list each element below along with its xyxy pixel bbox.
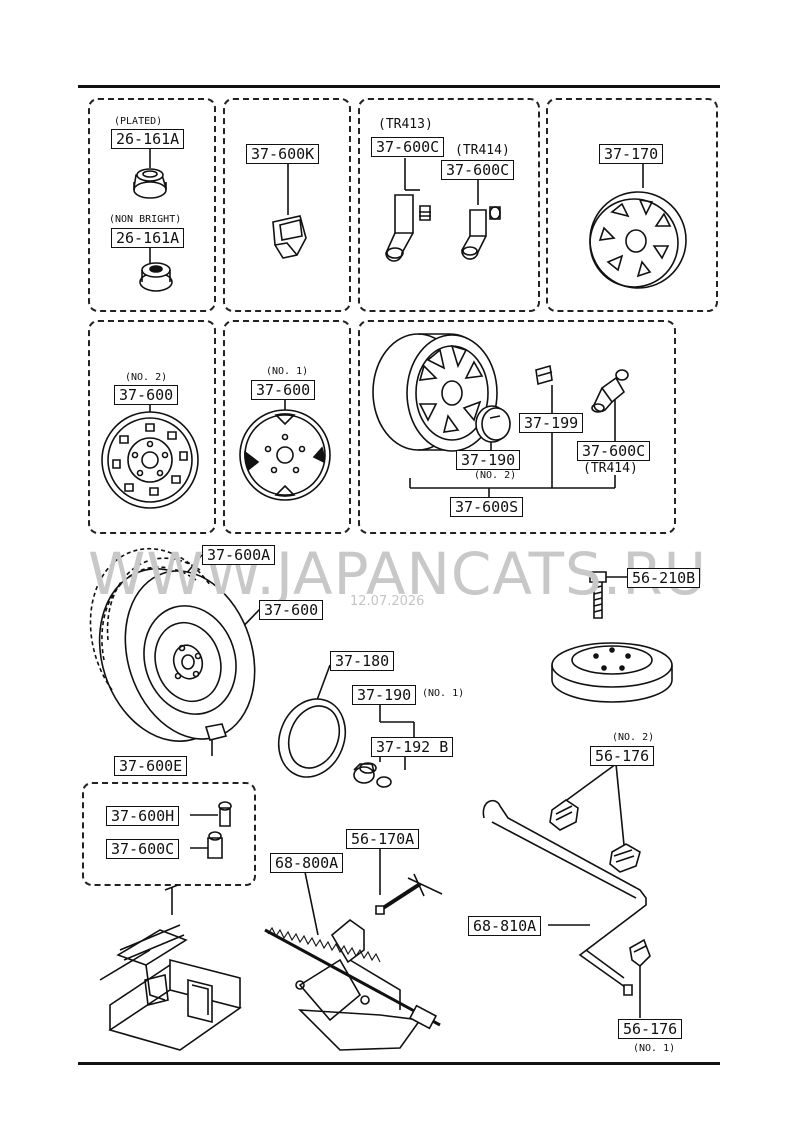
part-37-600s[interactable]: 37-600S bbox=[450, 497, 524, 517]
part-37-180[interactable]: 37-180 bbox=[330, 651, 395, 671]
wrench-drawing bbox=[376, 874, 442, 914]
wheel-cover-drawing bbox=[576, 178, 701, 303]
note-non-bright: (NON BRIGHT) bbox=[109, 214, 182, 225]
part-56-170a[interactable]: 56-170A bbox=[346, 829, 420, 849]
part-37-600c-tr414[interactable]: 37-600C bbox=[441, 160, 515, 180]
note-no1-steel: (NO. 1) bbox=[266, 366, 309, 377]
tire-drawing bbox=[78, 549, 276, 759]
part-37-199[interactable]: 37-199 bbox=[519, 413, 584, 433]
panel-valve-kit bbox=[82, 782, 256, 886]
note-tr414-alloy: (TR414) bbox=[583, 461, 638, 476]
note-no1-cap: (NO. 1) bbox=[422, 688, 465, 699]
part-37-600e[interactable]: 37-600E bbox=[114, 756, 188, 776]
hook-no1-drawing bbox=[630, 940, 650, 966]
lug-nut-nonbright-drawing bbox=[140, 263, 172, 291]
spare-tire-pad-drawing bbox=[552, 572, 672, 702]
part-68-810a[interactable]: 68-810A bbox=[468, 916, 542, 936]
part-37-192b[interactable]: 37-192 B bbox=[371, 737, 454, 757]
part-26-161a-non-bright[interactable]: 26-161A bbox=[111, 228, 185, 248]
part-56-176-no2[interactable]: 56-176 bbox=[590, 746, 655, 766]
alloy-wheel-drawing bbox=[373, 334, 510, 451]
valve-cap-drawing bbox=[206, 724, 226, 740]
valve-tr413-drawing bbox=[386, 195, 431, 261]
panel-balance-weight bbox=[223, 98, 351, 312]
hook-no2-drawing bbox=[550, 800, 640, 872]
part-37-600-no2[interactable]: 37-600 bbox=[114, 385, 179, 405]
part-37-600c-tr413[interactable]: 37-600C bbox=[371, 137, 445, 157]
part-37-190-no2[interactable]: 37-190 bbox=[456, 450, 521, 470]
weight-37-199-drawing bbox=[536, 366, 552, 384]
part-37-600c-kit[interactable]: 37-600C bbox=[106, 839, 180, 859]
part-37-170[interactable]: 37-170 bbox=[599, 144, 664, 164]
balance-weight-drawing bbox=[273, 216, 306, 258]
watermark-date: 12.07.2026 bbox=[350, 594, 425, 609]
note-no2-alloy: (NO. 2) bbox=[474, 470, 517, 481]
part-37-600h[interactable]: 37-600H bbox=[106, 806, 180, 826]
part-56-210b[interactable]: 56-210B bbox=[627, 568, 701, 588]
watermark-text: WWW.JAPANCATS.RU bbox=[88, 540, 708, 608]
valve-tr414-drawing bbox=[462, 207, 500, 259]
part-37-190-no1[interactable]: 37-190 bbox=[352, 685, 417, 705]
panel-wheel-cover bbox=[546, 98, 718, 312]
jack-handle-drawing bbox=[483, 801, 646, 995]
top-rule bbox=[78, 85, 720, 88]
valve-alloy-drawing bbox=[592, 370, 628, 412]
note-tr414-top: (TR414) bbox=[455, 143, 510, 158]
jack-mounting-view-drawing bbox=[100, 885, 240, 1050]
panel-alloy-wheel bbox=[358, 320, 676, 534]
kit-valve-drawing bbox=[208, 802, 231, 858]
panel-steel-wheel-no2 bbox=[88, 320, 216, 534]
part-37-600c-alloy[interactable]: 37-600C bbox=[577, 441, 651, 461]
note-no1-hook: (NO. 1) bbox=[633, 1043, 676, 1054]
steel-wheel-no2-drawing bbox=[102, 412, 198, 508]
note-no2-steel: (NO. 2) bbox=[125, 372, 168, 383]
steel-wheel-no1-drawing bbox=[240, 410, 330, 500]
note-tr413: (TR413) bbox=[378, 117, 433, 132]
part-37-600a[interactable]: 37-600A bbox=[202, 545, 276, 565]
ring-37-180-drawing bbox=[267, 689, 356, 787]
scissor-jack-drawing bbox=[265, 920, 440, 1050]
note-no2-hook: (NO. 2) bbox=[612, 732, 655, 743]
panel-steel-wheel-no1 bbox=[223, 320, 351, 534]
part-37-600-tire[interactable]: 37-600 bbox=[259, 600, 324, 620]
bottom-rule bbox=[78, 1062, 720, 1065]
panel-lug-nuts bbox=[88, 98, 216, 312]
lug-nut-plated-drawing bbox=[134, 169, 166, 198]
part-37-600k[interactable]: 37-600K bbox=[246, 144, 320, 164]
part-26-161a-plated[interactable]: 26-161A bbox=[111, 129, 185, 149]
note-plated: (PLATED) bbox=[114, 116, 163, 127]
part-37-600-no1[interactable]: 37-600 bbox=[251, 380, 316, 400]
part-68-800a[interactable]: 68-800A bbox=[270, 853, 344, 873]
panel-valves bbox=[358, 98, 540, 312]
center-cap-drawing bbox=[354, 763, 391, 787]
part-56-176-no1[interactable]: 56-176 bbox=[618, 1019, 683, 1039]
